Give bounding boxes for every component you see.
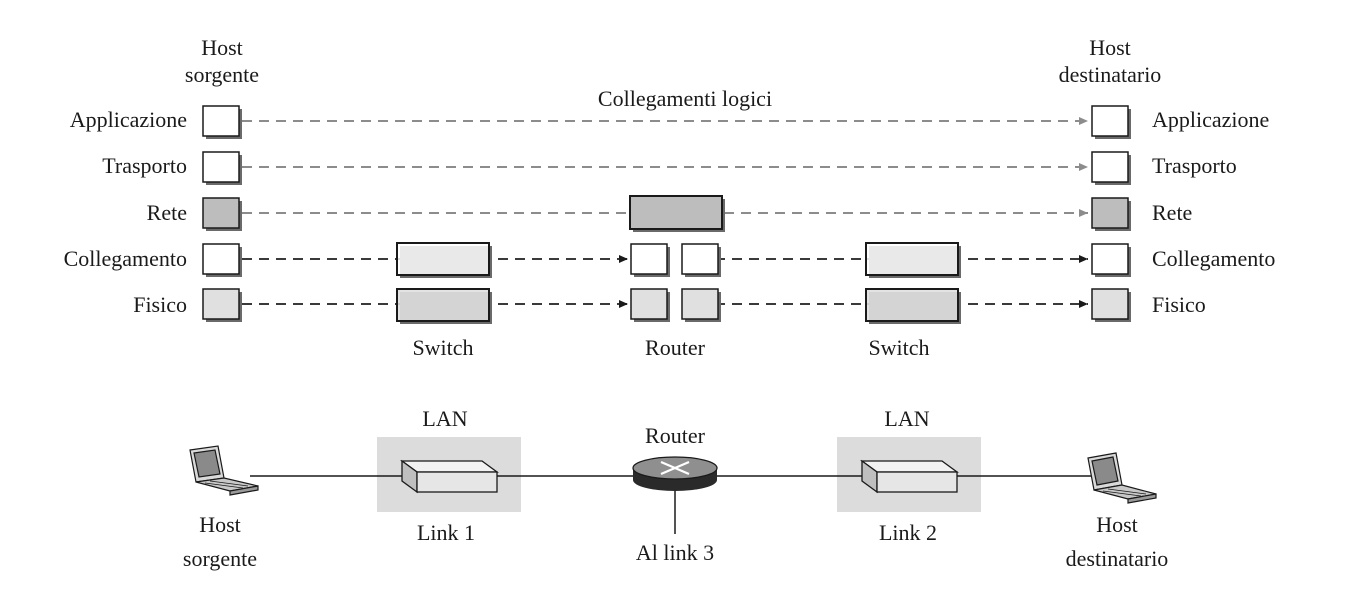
layer-label-physical-left: Fisico <box>133 292 187 317</box>
destination-host-header-line1: Host <box>1089 35 1131 60</box>
left-switch-link-box <box>396 242 490 276</box>
bottom-destination-host-line2: destinatario <box>1066 546 1169 571</box>
layer-label-network-right: Rete <box>1152 200 1192 225</box>
source-network-box <box>202 197 240 229</box>
layer-label-link-right: Collegamento <box>1152 246 1275 271</box>
right-switch-link-box <box>865 242 959 276</box>
router-label-top: Router <box>645 335 706 360</box>
router-physical-box-right <box>681 288 719 320</box>
lan-right-label: LAN <box>884 406 929 431</box>
router-link-box-left <box>630 243 668 275</box>
destination-host-header-line2: destinatario <box>1059 62 1162 87</box>
logical-link-lines <box>242 117 1088 308</box>
layer-label-application-left: Applicazione <box>70 107 187 132</box>
layer-label-physical-right: Fisico <box>1152 292 1206 317</box>
source-host-stack <box>202 105 242 322</box>
lan-left-label: LAN <box>422 406 467 431</box>
switch-device-left-icon <box>400 459 499 494</box>
link1-label: Link 1 <box>417 520 475 545</box>
layer-label-link-left: Collegamento <box>64 246 187 271</box>
router-link-box-right <box>681 243 719 275</box>
left-switch-label: Switch <box>412 335 473 360</box>
bottom-source-host-line1: Host <box>199 512 241 537</box>
destination-host-stack <box>1091 105 1131 322</box>
left-switch-stack <box>396 242 492 324</box>
layer-label-transport-right: Trasporto <box>1152 153 1237 178</box>
destination-network-box <box>1091 197 1129 229</box>
logical-links-label: Collegamenti logici <box>598 86 772 111</box>
source-physical-box <box>202 288 240 320</box>
layer-label-application-right: Applicazione <box>1152 107 1269 132</box>
destination-physical-box <box>1091 288 1129 320</box>
router-label-bottom: Router <box>645 423 706 448</box>
router-physical-box-left <box>630 288 668 320</box>
network-cables <box>250 475 1095 534</box>
link2-label: Link 2 <box>879 520 937 545</box>
source-link-box <box>202 243 240 275</box>
source-host-label: Host <box>201 35 243 60</box>
destination-application-box <box>1091 105 1129 137</box>
bottom-source-host-line2: sorgente <box>183 546 257 571</box>
layer-label-network-left: Rete <box>147 200 187 225</box>
destination-transport-box <box>1091 151 1129 183</box>
laptop-source-icon <box>189 445 259 496</box>
source-host-label-2: sorgente <box>185 62 259 87</box>
source-transport-box <box>202 151 240 183</box>
bottom-destination-host-line1: Host <box>1096 512 1138 537</box>
switch-device-right-icon <box>860 459 959 494</box>
right-switch-physical-box <box>865 288 959 322</box>
right-switch-stack <box>865 242 961 324</box>
router-stack <box>629 195 725 322</box>
layer-label-transport-left: Trasporto <box>102 153 187 178</box>
right-switch-label: Switch <box>868 335 929 360</box>
left-switch-physical-box <box>396 288 490 322</box>
router-network-box <box>629 195 723 230</box>
link3-label: Al link 3 <box>636 540 714 565</box>
router-device-icon <box>632 456 718 491</box>
laptop-destination-icon <box>1087 452 1157 504</box>
source-application-box <box>202 105 240 137</box>
destination-link-box <box>1091 243 1129 275</box>
